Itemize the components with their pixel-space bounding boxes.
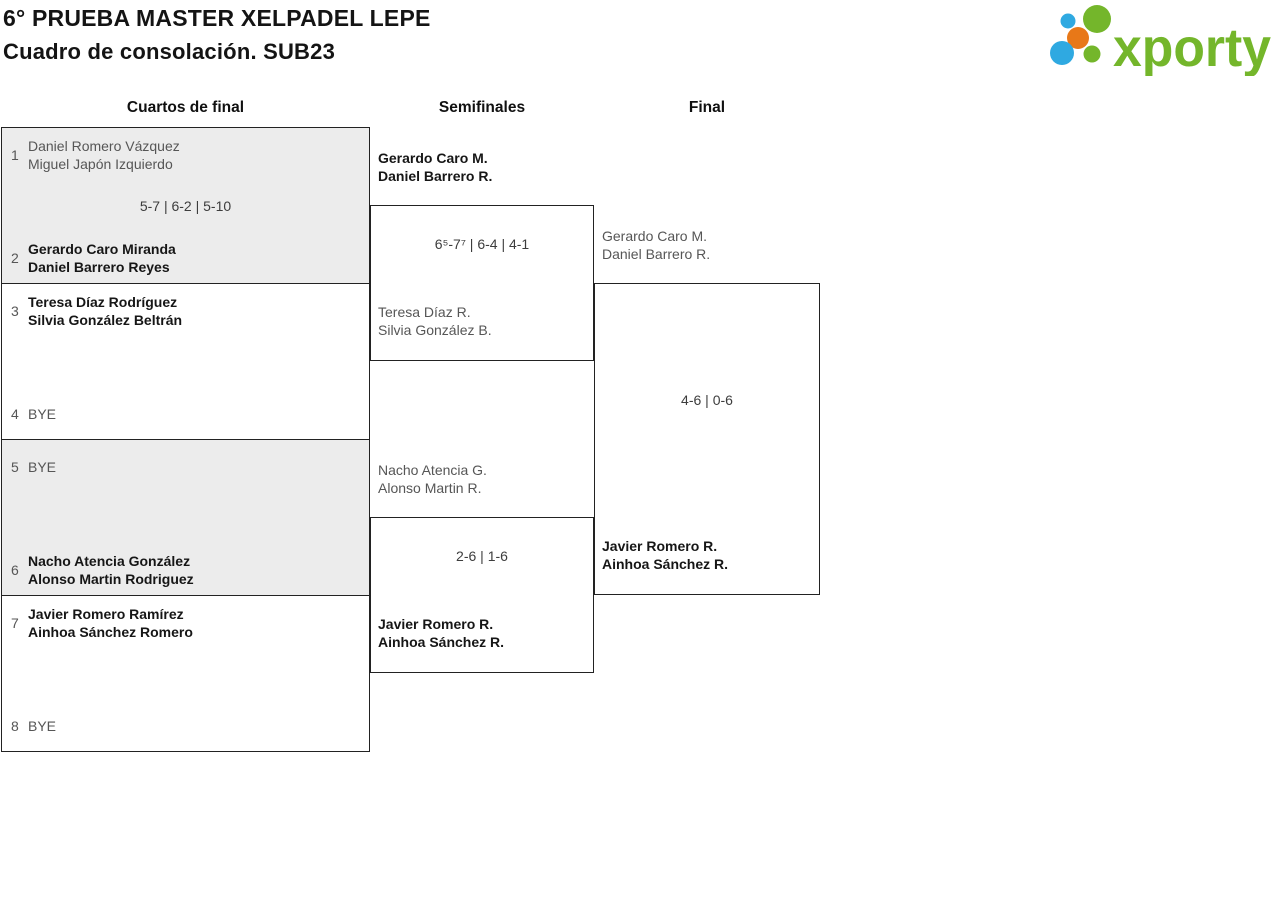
sf2-top-team: Nacho Atencia G. Alonso Martin R. [378, 461, 487, 497]
team-player-1: Javier Romero R. [378, 616, 494, 632]
seed-number: 7 [11, 615, 19, 631]
logo-dot-blue-small [1060, 13, 1076, 29]
bracket-subtitle: Cuadro de consolación. SUB23 [3, 39, 336, 64]
team-player-2: Daniel Barrero R. [602, 246, 711, 262]
sf1-bottom-team: Teresa Díaz R. Silvia González B. [378, 303, 492, 339]
team-player-2: Silvia González B. [378, 322, 492, 338]
team-player-1: Teresa Díaz Rodríguez [28, 294, 178, 310]
sf2-bottom-team: Javier Romero R. Ainhoa Sánchez R. [378, 615, 504, 651]
team-player-1: BYE [28, 459, 57, 475]
match-score: 2-6 | 1-6 [456, 548, 508, 564]
qf-match-3: 5 BYE 6 Nacho Atencia González Alonso Ma… [1, 439, 370, 596]
team-names: BYE [28, 405, 56, 423]
team-names: BYE [28, 458, 56, 476]
logo-dot-orange [1067, 27, 1089, 49]
xporty-logo[interactable]: xporty [1048, 4, 1274, 76]
logo-dot-green-small [1083, 45, 1101, 63]
team-player-1: Gerardo Caro M. [602, 228, 708, 244]
team-player-2: Ainhoa Sánchez R. [602, 556, 729, 572]
team-player-2: Silvia González Beltrán [28, 312, 183, 328]
round-header-semifinales: Semifinales [438, 99, 526, 116]
tournament-title: 6° PRUEBA MASTER XELPADEL LEPE [3, 5, 431, 31]
sf1-top-team: Gerardo Caro M. Daniel Barrero R. [378, 149, 492, 185]
team-player-1: Nacho Atencia G. [378, 462, 487, 478]
qf4-bottom-row: 8 BYE [2, 717, 369, 735]
team-player-2: Ainhoa Sánchez Romero [28, 624, 193, 640]
qf3-bottom-row: 6 Nacho Atencia González Alonso Martin R… [2, 552, 369, 588]
team-names: Daniel Romero Vázquez Miguel Japón Izqui… [28, 137, 180, 173]
team-player-2: Daniel Barrero Reyes [28, 259, 170, 275]
team-names: BYE [28, 717, 56, 735]
qf-match-2: 3 Teresa Díaz Rodríguez Silvia González … [1, 283, 370, 440]
team-player-1: BYE [28, 718, 57, 734]
round-header-final: Final [688, 99, 726, 116]
team-player-2: Alonso Martin R. [378, 480, 482, 496]
qf-match-1: 1 Daniel Romero Vázquez Miguel Japón Izq… [1, 127, 370, 284]
seed-number: 8 [11, 718, 19, 734]
qf3-top-row: 5 BYE [2, 458, 369, 476]
logo-dot-blue-large [1050, 41, 1074, 65]
team-player-2: Ainhoa Sánchez R. [378, 634, 505, 650]
final-top-team: Gerardo Caro M. Daniel Barrero R. [602, 227, 710, 263]
match-score: 4-6 | 0-6 [681, 392, 733, 408]
team-player-2: Alonso Martin Rodriguez [28, 571, 194, 587]
qf1-bottom-row: 2 Gerardo Caro Miranda Daniel Barrero Re… [2, 240, 369, 276]
final-match: Gerardo Caro M. Daniel Barrero R. 4-6 | … [594, 228, 820, 595]
team-player-1: Teresa Díaz R. [378, 304, 471, 320]
team-player-1: Nacho Atencia González [28, 553, 191, 569]
team-player-2: Daniel Barrero R. [378, 168, 493, 184]
qf1-top-row: 1 Daniel Romero Vázquez Miguel Japón Izq… [2, 137, 369, 173]
team-player-1: Gerardo Caro M. [378, 150, 488, 166]
seed-number: 5 [11, 459, 19, 475]
qf2-bottom-row: 4 BYE [2, 405, 369, 423]
qf4-top-row: 7 Javier Romero Ramírez Ainhoa Sánchez R… [2, 605, 369, 641]
team-names: Javier Romero Ramírez Ainhoa Sánchez Rom… [28, 605, 193, 641]
seed-number: 4 [11, 406, 19, 422]
team-player-1: Daniel Romero Vázquez [28, 138, 180, 154]
qf2-top-row: 3 Teresa Díaz Rodríguez Silvia González … [2, 293, 369, 329]
logo-dot-green-large [1083, 5, 1111, 33]
qf-match-4: 7 Javier Romero Ramírez Ainhoa Sánchez R… [1, 595, 370, 752]
sf-match-1: Gerardo Caro M. Daniel Barrero R. 6⁵-7⁷ … [370, 150, 594, 361]
team-names: Nacho Atencia González Alonso Martin Rod… [28, 552, 194, 588]
xporty-logo-graphic: xporty [1050, 5, 1271, 76]
sf-match-2: Nacho Atencia G. Alonso Martin R. 2-6 | … [370, 462, 594, 673]
page-header: 6° PRUEBA MASTER XELPADEL LEPE Cuadro de… [3, 2, 431, 68]
team-player-1: Javier Romero Ramírez [28, 606, 184, 622]
seed-number: 6 [11, 562, 19, 578]
seed-number: 2 [11, 250, 19, 266]
team-player-1: Gerardo Caro Miranda [28, 241, 176, 257]
seed-number: 1 [11, 147, 19, 163]
team-player-1: BYE [28, 406, 57, 422]
match-score: 6⁵-7⁷ | 6-4 | 4-1 [434, 236, 530, 252]
seed-number: 3 [11, 303, 19, 319]
match-score: 5-7 | 6-2 | 5-10 [139, 197, 232, 214]
round-header-cuartos: Cuartos de final [126, 99, 245, 116]
logo-text: xporty [1113, 18, 1271, 76]
team-names: Gerardo Caro Miranda Daniel Barrero Reye… [28, 240, 176, 276]
final-bottom-team: Javier Romero R. Ainhoa Sánchez R. [602, 537, 728, 573]
team-player-2: Miguel Japón Izquierdo [28, 156, 173, 172]
team-names: Teresa Díaz Rodríguez Silvia González Be… [28, 293, 182, 329]
team-player-1: Javier Romero R. [602, 538, 718, 554]
